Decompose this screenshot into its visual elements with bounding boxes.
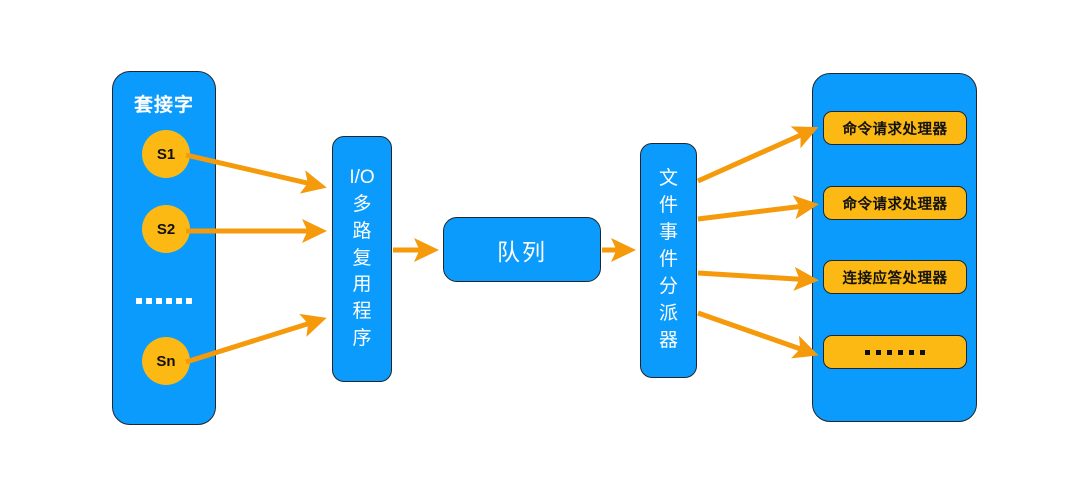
handler-connection-accept[interactable]: 连接应答处理器 xyxy=(823,260,967,294)
socket-node-s2-label: S2 xyxy=(156,220,176,238)
handler-label: 命令请求处理器 xyxy=(842,196,948,213)
arrow-dispatcher-to-handler-2 xyxy=(697,266,819,291)
arrow-dispatcher-to-handler-3 xyxy=(697,310,819,359)
queue-box[interactable]: 队列 xyxy=(443,217,601,282)
socket-panel-title: 套接字 xyxy=(133,95,194,116)
handler-label: 命令请求处理器 xyxy=(842,121,948,138)
handler-ellipsis[interactable] xyxy=(823,335,967,369)
handler-command-request-0[interactable]: 命令请求处理器 xyxy=(823,111,967,145)
io-multiplexer-box[interactable]: I/O 多 路 复 用 程 序 xyxy=(332,136,392,382)
socket-node-s1[interactable]: S1 xyxy=(142,130,190,178)
handler-label: 连接应答处理器 xyxy=(842,270,948,287)
handler-ellipsis-icon xyxy=(862,344,928,360)
file-event-dispatcher-box[interactable]: 文 件 事 件 分 派 器 xyxy=(640,143,697,378)
io-multiplexer-label: I/O 多 路 复 用 程 序 xyxy=(349,166,375,350)
socket-node-sn-label: Sn xyxy=(156,352,176,370)
socket-node-s1-label: S1 xyxy=(156,145,176,163)
handler-command-request-1[interactable]: 命令请求处理器 xyxy=(823,186,967,220)
arrow-dispatcher-to-handler-0 xyxy=(696,126,819,184)
arrow-dispatcher-to-handler-1 xyxy=(697,195,819,222)
file-event-dispatcher-label: 文 件 事 件 分 派 器 xyxy=(658,168,678,351)
socket-node-sn[interactable]: Sn xyxy=(142,337,190,385)
queue-label: 队列 xyxy=(497,238,547,265)
socket-node-s2[interactable]: S2 xyxy=(142,205,190,253)
socket-ellipsis-icon xyxy=(112,292,216,310)
